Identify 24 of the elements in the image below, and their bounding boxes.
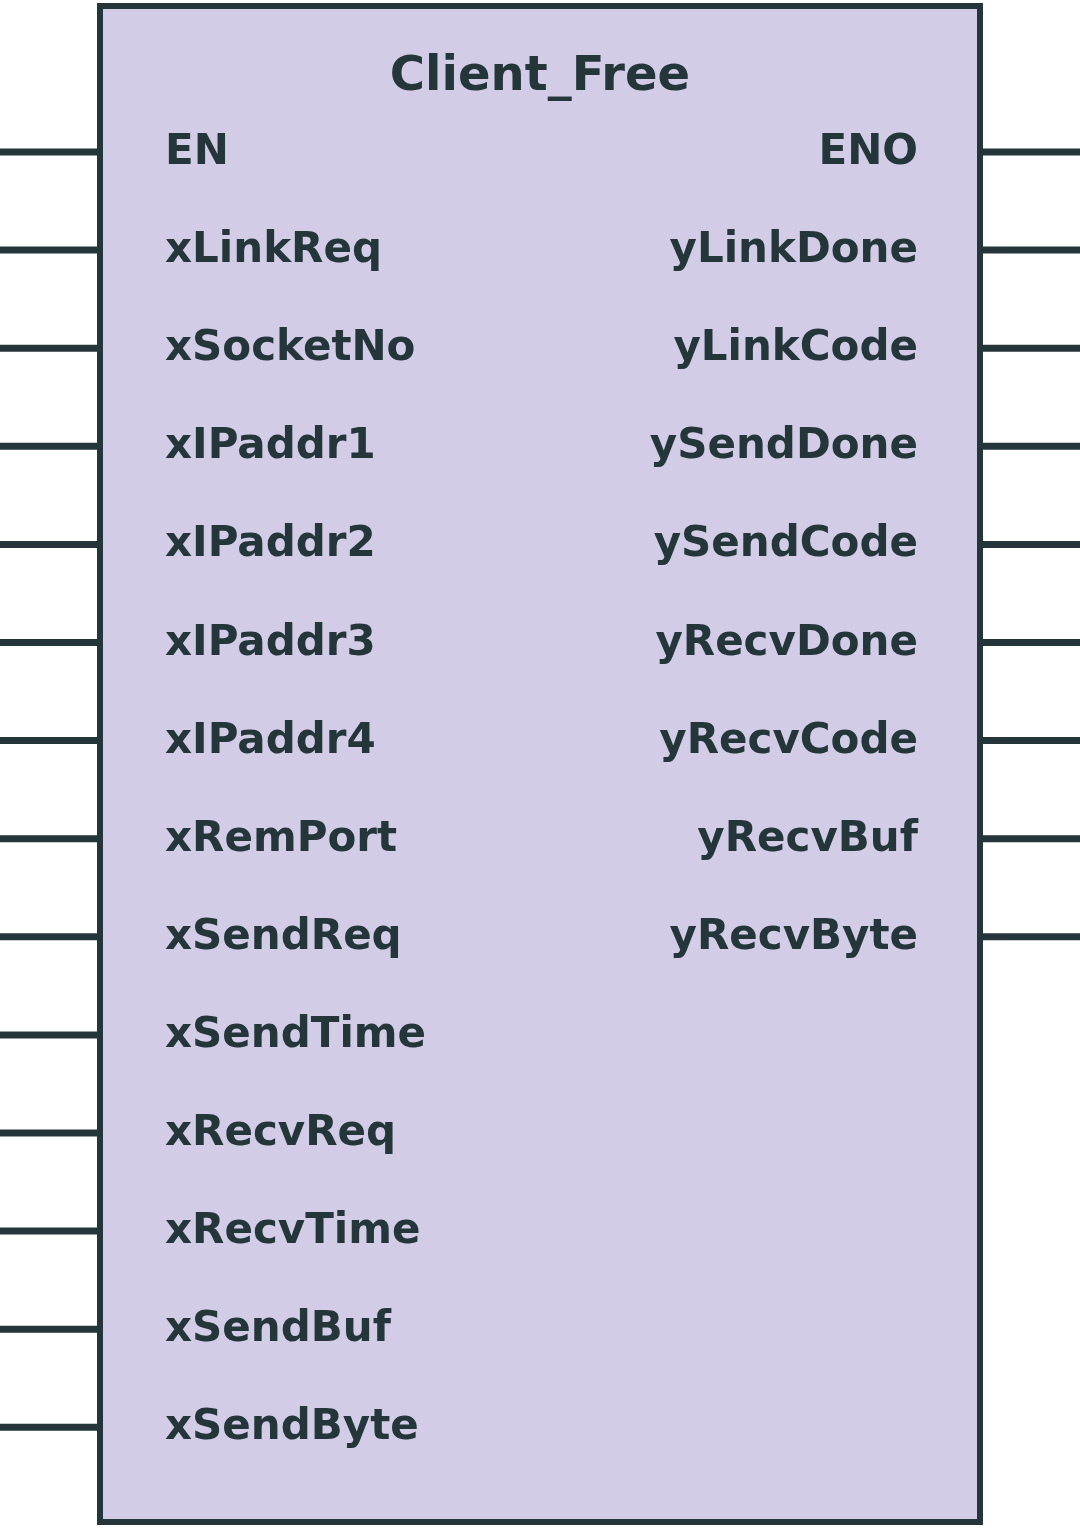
pin-label: xRecvReq [165,1110,397,1152]
pin-label: xSendByte [165,1404,419,1447]
pin-label: yRecvCode [659,717,918,760]
pin-label: xSendBuf [165,1306,391,1349]
pin-label: yRecvBuf [697,815,918,858]
pin-label: EN [165,129,229,171]
pin-label: xIPaddr4 [165,717,376,760]
pin-label: xRemPort [165,815,398,858]
pin-label: xSendTime [165,1011,427,1054]
pin-label: xLinkReq [165,227,382,270]
pin-label: ySendCode [653,521,918,564]
pin-label: ySendDone [649,423,918,466]
pin-label: xSendReq [165,913,402,956]
pin-label: xIPaddr3 [165,619,376,662]
pin-label: yLinkCode [673,325,918,368]
pin-label: yRecvDone [655,619,918,662]
pin-label: xRecvTime [165,1208,421,1251]
pin-label: yRecvByte [669,913,918,956]
function-block [97,3,983,1525]
pin-label: ENO [818,129,918,171]
pin-label: xIPaddr1 [165,423,376,466]
pin-label: yLinkDone [669,227,918,270]
pin-label: xSocketNo [165,325,416,368]
pin-label: xIPaddr2 [165,521,376,564]
